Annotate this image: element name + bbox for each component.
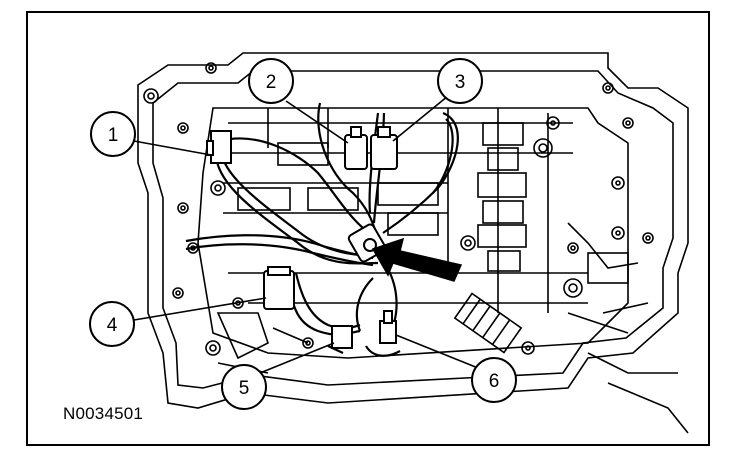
callout-4: 4 [89,301,135,347]
connector-6 [379,310,397,344]
connector-5 [331,325,353,349]
leader-line-1 [133,140,212,156]
figure-frame: 1 2 3 4 5 6 N0034501 [26,11,710,446]
svg-text:1: 1 [108,125,119,146]
callout-6: 6 [471,357,517,403]
svg-text:2: 2 [266,72,277,93]
figure-id: N0034501 [61,404,146,424]
svg-text:4: 4 [107,315,118,336]
solenoid-body [453,292,523,354]
callout-3: 3 [437,58,483,104]
leader-line-6 [395,334,479,369]
arrow-indicator [371,237,463,282]
leader-line-2 [285,100,349,144]
leader-line-5 [259,342,335,374]
callout-5: 5 [221,364,267,410]
callout-1: 1 [90,111,136,157]
svg-text:3: 3 [455,72,466,93]
connector-2 [344,126,368,170]
connector-4 [263,266,295,310]
case-outline [137,52,689,409]
valve-body-illustration: 1 2 3 4 5 6 [89,52,689,434]
connector-3 [370,126,398,170]
leader-line-4 [127,297,267,322]
leader-line-3 [392,95,449,142]
svg-text:6: 6 [489,371,500,392]
callout-2: 2 [248,58,294,104]
valve-body [197,107,629,359]
connector-1 [206,130,232,164]
svg-text:5: 5 [239,378,250,399]
